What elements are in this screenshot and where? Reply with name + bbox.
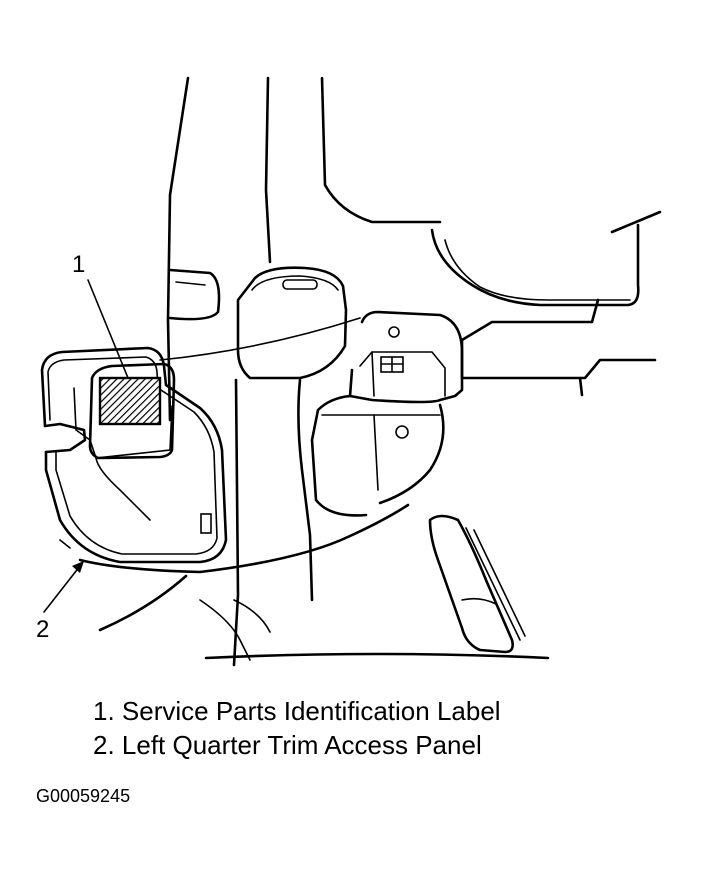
floor-lines: [78, 503, 550, 661]
figure-id: G00059245: [36, 786, 131, 806]
quarter-window: [430, 210, 662, 307]
seat-belt-retractor: [236, 266, 348, 380]
pillar: [166, 76, 442, 667]
left-quarter-trim-access-panel: [40, 346, 228, 564]
legend-item-1: 1. Service Parts Identification Label: [93, 696, 501, 726]
legend-item-2: 2. Left Quarter Trim Access Panel: [93, 730, 482, 760]
legend: 1. Service Parts Identification Label 2.…: [93, 694, 501, 762]
rear-side-pocket: [428, 514, 526, 654]
belt-line: [159, 317, 361, 361]
pillar-trim-slot: [168, 268, 221, 321]
callout-number-2: 2: [36, 616, 50, 643]
lower-pocket: [310, 394, 445, 517]
switch-bracket: [348, 310, 464, 404]
callout-number-1: 1: [72, 251, 86, 278]
vehicle-interior-illustration: [40, 76, 662, 667]
service-parts-identification-label: [88, 362, 176, 460]
rear-quarter-trim: [460, 298, 657, 397]
callout-leaders: [43, 279, 129, 613]
